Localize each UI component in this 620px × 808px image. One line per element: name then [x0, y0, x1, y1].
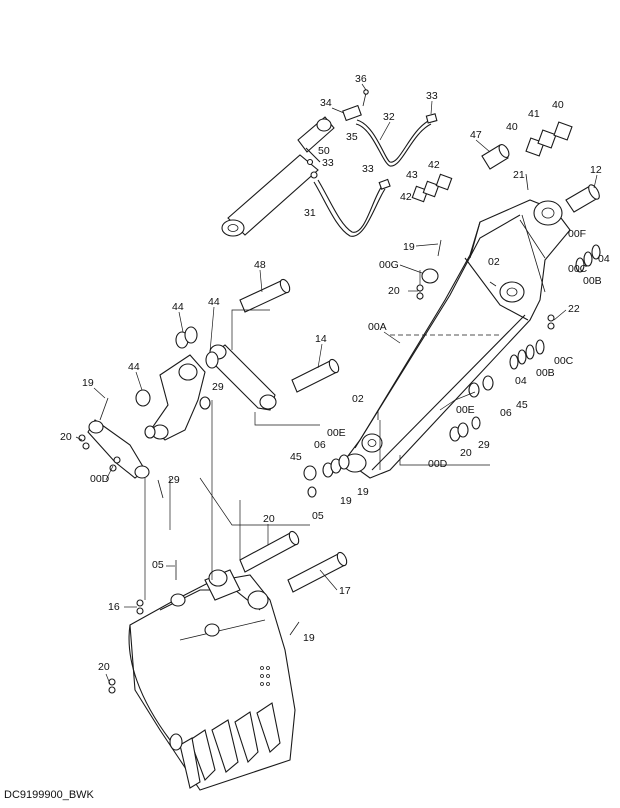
- arm-body: [343, 199, 571, 479]
- pin-14: [291, 358, 340, 393]
- callout-45b: 45: [290, 451, 302, 463]
- callout-42: 42: [428, 159, 440, 171]
- callout-20b: 20: [60, 431, 72, 443]
- callout-00F: 00F: [568, 228, 586, 240]
- callout-02b: 02: [352, 393, 364, 405]
- callout-19: 19: [403, 241, 415, 253]
- callout-44c: 44: [128, 361, 140, 373]
- callout-19e: 19: [303, 632, 315, 644]
- callout-19b: 19: [82, 377, 94, 389]
- callout-16: 17: [339, 585, 351, 597]
- callout-29c: 05: [312, 510, 324, 522]
- callout-29: 29: [212, 381, 224, 393]
- shims-40-41: [525, 121, 573, 157]
- callout-40b: 40: [506, 121, 518, 133]
- callout-44b: 44: [208, 296, 220, 308]
- callout-20e: 20: [98, 661, 110, 673]
- callout-19d: 05: [152, 559, 164, 571]
- seal-rings-00B-00C-04: [449, 244, 601, 442]
- callout-22: 22: [568, 303, 580, 315]
- seal-rings-00D-00E: [303, 454, 350, 498]
- callout-00E-b: 00E: [327, 427, 346, 439]
- pin-47: [481, 144, 510, 170]
- callout-00G: 00G: [379, 259, 399, 271]
- callout-00B: 00B: [583, 275, 602, 287]
- callout-50: 50: [318, 145, 330, 157]
- callout-14: 14: [315, 333, 327, 345]
- callout-00D: 00D: [428, 458, 448, 470]
- callout-31: 31: [304, 207, 316, 219]
- callout-00C: 00C: [568, 263, 588, 275]
- callout-06b: 06: [314, 439, 326, 451]
- callout-21: 21: [513, 169, 525, 181]
- callout-04b: 04: [515, 375, 527, 387]
- callout-44: 44: [172, 301, 184, 313]
- callout-00B-b: 00B: [536, 367, 555, 379]
- callout-43: 43: [406, 169, 418, 181]
- callout-32: 32: [383, 111, 395, 123]
- pin-48: [239, 278, 291, 313]
- drawing-code: DC9199900_BWK: [4, 789, 94, 801]
- callout-33: 33: [426, 90, 438, 102]
- callout-40: 40: [552, 99, 564, 111]
- callout-20d: 16: [108, 601, 120, 613]
- callout-35: 35: [346, 131, 358, 143]
- callout-41: 41: [528, 108, 540, 120]
- bolts-and-nuts: [78, 173, 555, 694]
- callout-34: 34: [320, 97, 332, 109]
- callout-12: 12: [590, 164, 602, 176]
- callout-19c: 29: [168, 474, 180, 486]
- callout-17: 20: [263, 513, 275, 525]
- callout-33b: 33: [322, 157, 334, 169]
- callout-29b: 29: [478, 439, 490, 451]
- callout-00D-b: 19: [357, 486, 369, 498]
- pin-17: [239, 530, 300, 573]
- callout-20: 20: [388, 285, 400, 297]
- callout-02: 02: [488, 256, 500, 268]
- bucket: [128, 569, 296, 791]
- callout-48: 48: [254, 259, 266, 271]
- callout-05: 19: [340, 495, 352, 507]
- callout-00C-b: 00C: [554, 355, 574, 367]
- link-assembly: [87, 326, 277, 479]
- callout-04: 04: [598, 253, 610, 265]
- pin-12: [565, 184, 600, 213]
- callout-00A: 00A: [368, 321, 387, 333]
- callout-06: 06: [500, 407, 512, 419]
- callout-33c: 33: [362, 163, 374, 175]
- shims-42-43: [411, 173, 453, 203]
- callout-20c: 00D: [90, 473, 110, 485]
- hydraulic-hoses: [306, 113, 438, 237]
- assembly-lines: [144, 270, 490, 600]
- callout-05b: 20: [460, 447, 472, 459]
- callout-47: 47: [470, 129, 482, 141]
- callout-42b: 42: [400, 191, 412, 203]
- callout-45: 45: [516, 399, 528, 411]
- leader-lines: [75, 83, 598, 685]
- callout-00E: 00E: [456, 404, 475, 416]
- callout-36: 36: [355, 73, 367, 85]
- arm-cylinder: [221, 89, 369, 237]
- callout-labels: 36 33 34 35 32 50 33 33 31 47 41 40 40 4…: [60, 73, 610, 673]
- pin-16: [287, 551, 348, 593]
